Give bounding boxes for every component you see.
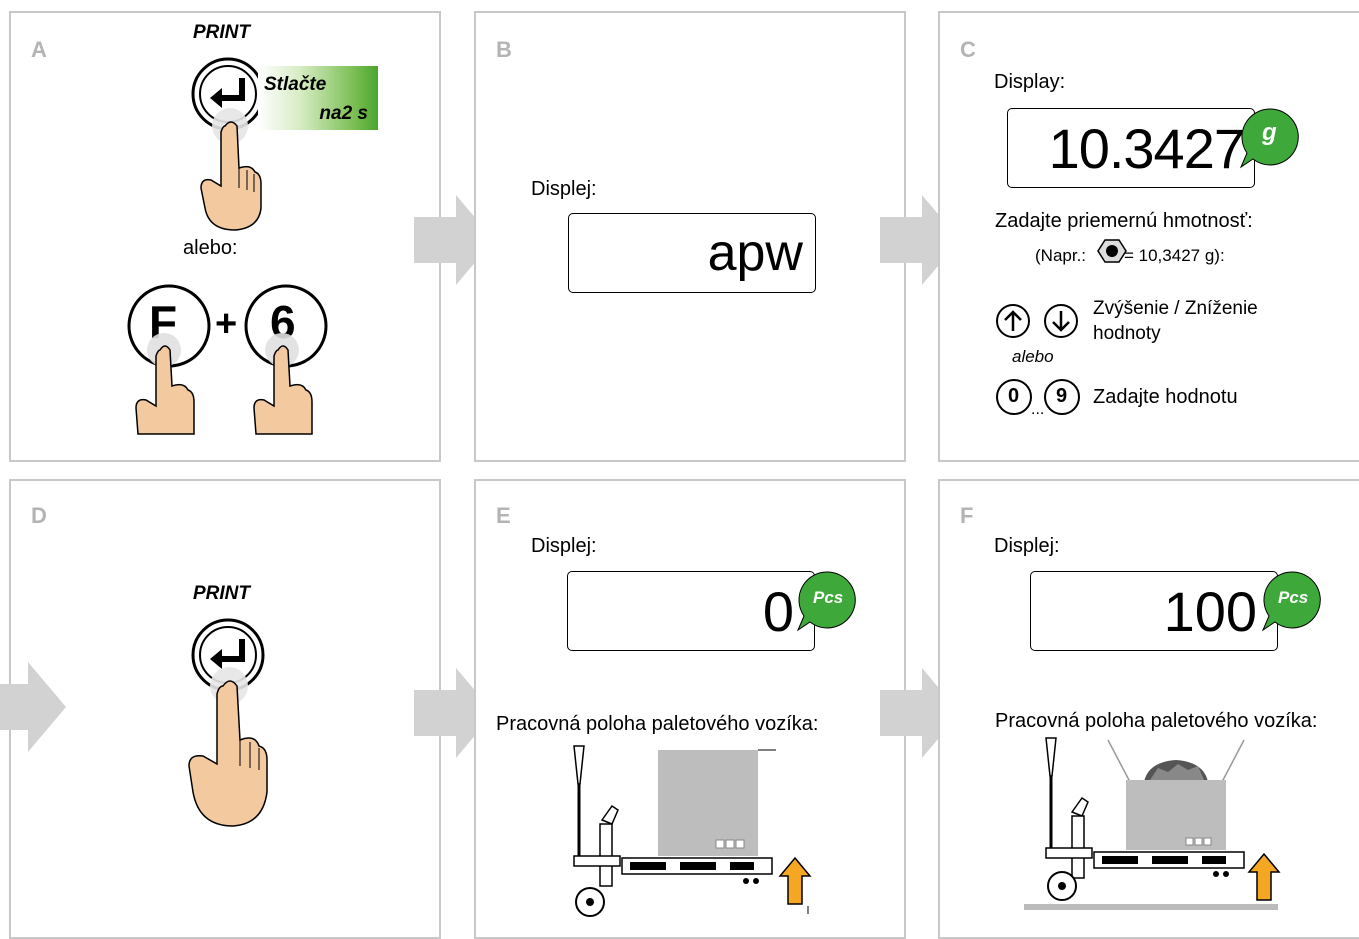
unit-c: g bbox=[1262, 119, 1277, 146]
display-label-b: Displej: bbox=[531, 178, 597, 200]
display-label-c: Display: bbox=[994, 71, 1066, 93]
unit-bubble-c bbox=[1239, 108, 1299, 169]
print-label-d: PRINT bbox=[193, 583, 250, 604]
key-9-label: 9 bbox=[1056, 385, 1068, 407]
display-value-e: 0 bbox=[762, 579, 794, 643]
panel-label-c: C bbox=[960, 37, 976, 62]
print-label: PRINT bbox=[193, 22, 250, 43]
key-dots: ... bbox=[1031, 401, 1045, 418]
nut-icon bbox=[1097, 239, 1127, 263]
display-value-b: apw bbox=[707, 224, 803, 282]
or-text-c: alebo bbox=[1012, 347, 1054, 366]
finger-press-icon bbox=[200, 108, 262, 231]
key-0-button[interactable] bbox=[995, 378, 1035, 418]
display-f: 100 bbox=[1030, 571, 1278, 651]
position-text-e: Pracovná poloha paletového vozíka: bbox=[496, 713, 819, 735]
display-value-c: 10.3427 bbox=[1048, 116, 1245, 180]
plus-sign: + bbox=[215, 303, 238, 345]
updown-text-line1: Zvýšenie / Zníženie bbox=[1093, 298, 1258, 319]
panel-label-e: E bbox=[496, 503, 511, 528]
panel-label-f: F bbox=[960, 503, 974, 528]
instruction-c: Zadajte priemernú hmotnosť: bbox=[995, 210, 1253, 232]
press-line-2: na2 s bbox=[319, 103, 368, 124]
finger-press-6-icon bbox=[253, 333, 313, 435]
example-prefix: (Napr.: bbox=[1035, 246, 1087, 265]
panel-label-b: B bbox=[496, 37, 512, 62]
pallet-truck-illustration-f bbox=[1024, 737, 1281, 910]
display-e: 0 bbox=[567, 571, 815, 651]
display-b: apw bbox=[568, 213, 816, 293]
key-0-label: 0 bbox=[1008, 385, 1020, 407]
finger-press-icon-d bbox=[188, 667, 268, 827]
panel-b: B bbox=[474, 11, 906, 462]
unit-e: Pcs bbox=[813, 588, 844, 607]
example-suffix: = 10,3427 g): bbox=[1124, 246, 1225, 265]
display-label-e: Displej: bbox=[531, 535, 597, 557]
unit-bubble-f bbox=[1261, 571, 1321, 632]
pallet-truck-illustration-e bbox=[573, 745, 812, 917]
key-9-button[interactable] bbox=[1043, 378, 1083, 418]
panel-label-a: A bbox=[31, 37, 47, 62]
enter-value-text: Zadajte hodnotu bbox=[1093, 386, 1238, 408]
unit-bubble-e bbox=[796, 571, 856, 632]
unit-f: Pcs bbox=[1278, 588, 1309, 607]
enter-key-icon-d[interactable] bbox=[190, 617, 270, 697]
updown-text-line2: hodnoty bbox=[1093, 323, 1161, 344]
display-value-f: 100 bbox=[1163, 579, 1257, 643]
step-arrow-c-d bbox=[0, 662, 66, 752]
display-label-f: Displej: bbox=[994, 535, 1060, 557]
finger-press-f-icon bbox=[135, 333, 195, 435]
arrow-up-button[interactable] bbox=[995, 303, 1033, 341]
position-text-f: Pracovná poloha paletového vozíka: bbox=[995, 710, 1318, 732]
or-text-a: alebo: bbox=[183, 237, 238, 259]
press-2s-badge: Stlačte na2 s bbox=[258, 66, 378, 130]
press-line-1: Stlačte bbox=[264, 74, 327, 95]
panel-label-d: D bbox=[31, 503, 47, 528]
display-c: 10.3427 bbox=[1007, 108, 1255, 188]
enter-key-icon[interactable] bbox=[190, 56, 270, 136]
arrow-down-button[interactable] bbox=[1043, 303, 1081, 341]
